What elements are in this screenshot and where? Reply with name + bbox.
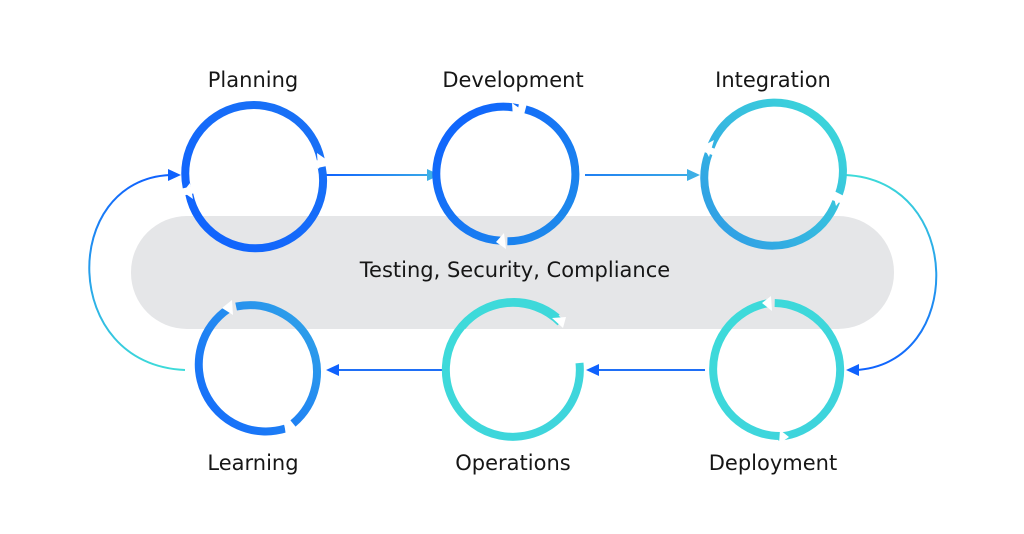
stage-planning: Planning <box>181 68 328 253</box>
stage-label-deployment: Deployment <box>709 451 837 475</box>
stage-learning: Learning <box>194 300 321 475</box>
cycle-ring-icon <box>441 297 584 441</box>
arrowhead-icon <box>846 364 859 376</box>
practices-band-label: Testing, Security, Compliance <box>359 258 670 282</box>
stage-label-learning: Learning <box>207 451 298 475</box>
cycle-ring-icon <box>181 101 328 253</box>
cycle-ring-icon <box>194 301 321 436</box>
arrow-integration-to-deployment <box>844 174 938 371</box>
stage-label-planning: Planning <box>208 68 298 92</box>
stage-label-operations: Operations <box>455 451 570 475</box>
stage-development: Development <box>432 68 584 249</box>
cycle-ring-icon <box>432 102 580 246</box>
stage-integration: Integration <box>700 68 847 250</box>
stage-operations: Operations <box>441 297 584 475</box>
cycle-ring-icon <box>700 98 847 250</box>
cycle-ring-icon <box>709 299 845 441</box>
arrow-learning-to-planning <box>88 174 186 371</box>
practices-band: Testing, Security, Compliance <box>131 216 894 329</box>
stage-label-development: Development <box>442 68 583 92</box>
connectors <box>88 169 938 376</box>
arrowhead-icon <box>687 169 700 181</box>
stage-deployment: Deployment <box>709 296 845 475</box>
practices-band-shape <box>131 216 894 329</box>
arrowhead-icon <box>168 169 181 181</box>
stage-label-integration: Integration <box>715 68 831 92</box>
arrowhead-icon <box>586 364 599 376</box>
arrowhead-icon <box>326 364 339 376</box>
